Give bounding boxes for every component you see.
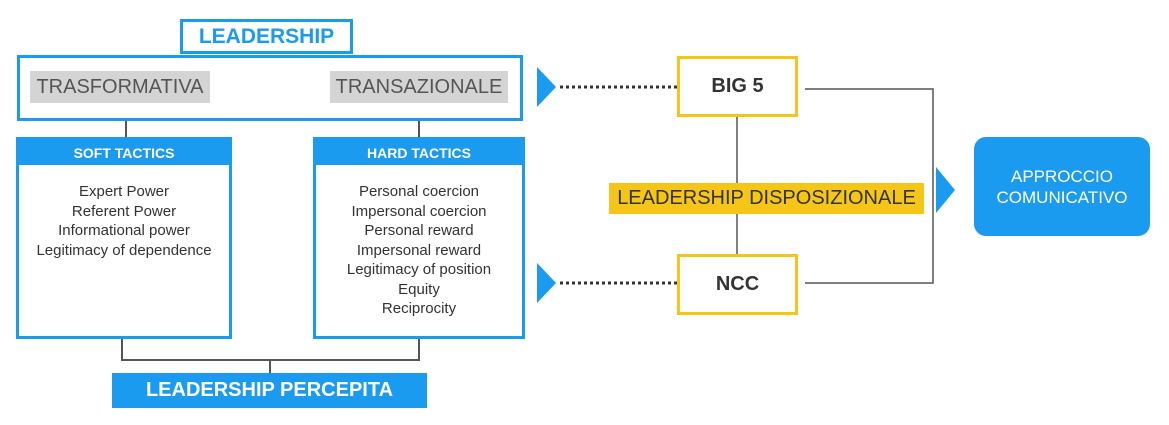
hard-tactics-box: HARD TACTICS Personal coercion Impersona…: [313, 137, 525, 339]
list-item: Impersonal reward: [356, 241, 482, 259]
hard-tactics-title: HARD TACTICS: [316, 140, 522, 165]
arrow-to-approccio: [936, 167, 955, 213]
leadership-percepita-box: LEADERSHIP PERCEPITA: [112, 373, 427, 408]
trasformativa-label: TRASFORMATIVA: [30, 71, 210, 103]
connector-percepita: [121, 339, 420, 361]
list-item: Personal reward: [364, 222, 474, 239]
leadership-title: LEADERSHIP: [180, 19, 353, 54]
soft-tactics-box: SOFT TACTICS Expert Power Referent Power…: [16, 137, 232, 339]
list-item: Legitimacy of dependence: [36, 241, 212, 259]
leadership-disposizionale-label: LEADERSHIP DISPOSIZIONALE: [609, 183, 924, 214]
approccio-line1: APPROCCIO: [1010, 166, 1114, 186]
approccio-line2: COMUNICATIVO: [996, 187, 1128, 207]
list-item: Referent Power: [71, 202, 177, 220]
list-item: Reciprocity: [381, 300, 457, 317]
list-item: Equity: [398, 280, 440, 298]
list-item: Impersonal coercion: [351, 202, 487, 220]
big5-box: BIG 5: [677, 56, 798, 117]
list-item: Expert Power: [78, 183, 170, 200]
list-item: Personal coercion: [358, 183, 480, 200]
list-item: Legitimacy of position: [346, 261, 492, 278]
soft-tactics-list: Expert Power Referent Power Informationa…: [19, 165, 229, 260]
soft-tactics-title: SOFT TACTICS: [19, 140, 229, 165]
ncc-box: NCC: [677, 254, 798, 315]
arrow-to-big5: [537, 67, 556, 107]
approccio-comunicativo-box: APPROCCIO COMUNICATIVO: [974, 137, 1150, 236]
hard-tactics-list: Personal coercion Impersonal coercion Pe…: [316, 165, 522, 319]
list-item: Informational power: [58, 222, 190, 239]
transazionale-label: TRANSAZIONALE: [330, 71, 508, 103]
connector-bracket: [805, 88, 934, 284]
arrow-to-ncc: [537, 263, 556, 303]
